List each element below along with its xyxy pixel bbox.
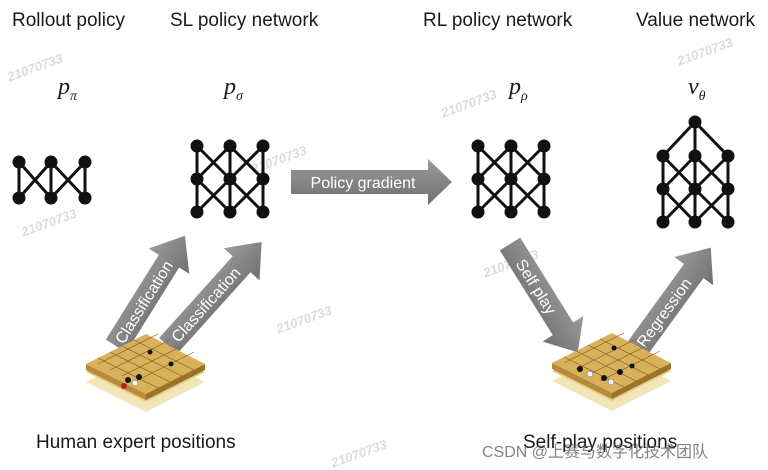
go-stone [125, 377, 131, 383]
network-node [12, 155, 26, 169]
go-stone [131, 379, 139, 387]
sl-policy-network-label: SL policy network [170, 10, 319, 31]
rl-network [471, 139, 551, 219]
go-stone [121, 383, 127, 389]
rollout-network [12, 155, 92, 205]
go-stone [168, 361, 174, 367]
go-stone [629, 363, 635, 369]
go-stone [147, 349, 153, 355]
rollout-policy-label: Rollout policy [12, 10, 125, 31]
value-network-label: Value network [636, 10, 755, 31]
value-symbol: vθ [688, 74, 706, 104]
go-stone [607, 378, 615, 386]
svg-text:Classification: Classification [169, 265, 245, 346]
self-play-arrow: Self play [499, 237, 584, 353]
network-node [12, 191, 26, 205]
rl-policy-network-label: RL policy network [423, 10, 573, 31]
sl-network [190, 139, 270, 219]
self-play-board-stack [552, 332, 671, 411]
go-stone [136, 374, 142, 380]
human-expert-board-stack [86, 333, 205, 412]
rollout-symbol: pπ [58, 74, 78, 104]
go-stone [601, 375, 607, 381]
self-play-positions-label: Self-play positions [523, 432, 678, 453]
network-node [44, 191, 58, 205]
network-node [44, 155, 58, 169]
go-stone [617, 369, 623, 375]
network-node [78, 191, 92, 205]
policy-gradient-text: Policy gradient [311, 175, 417, 192]
go-stone [586, 370, 594, 378]
policy-gradient-arrow: Policy gradient [291, 159, 452, 205]
svg-text:Regression: Regression [634, 275, 695, 350]
go-stone [577, 366, 583, 372]
sl-symbol: pσ [224, 74, 243, 104]
human-expert-positions-label: Human expert positions [36, 432, 236, 453]
go-stone [611, 345, 617, 351]
network-node [78, 155, 92, 169]
value-network [656, 115, 735, 229]
credit-watermark: CSDN @上赛与数字化技术团队 [482, 444, 709, 461]
rl-symbol: pρ [509, 74, 528, 104]
